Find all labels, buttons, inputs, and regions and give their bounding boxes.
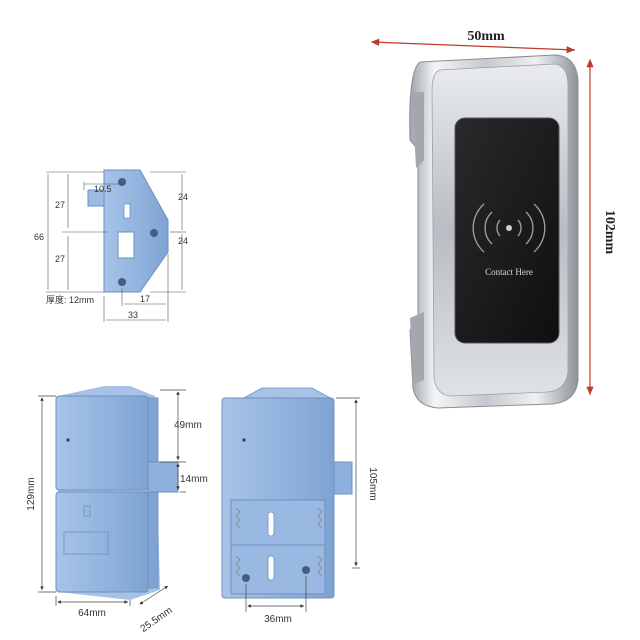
- dim-24-mid: 24: [178, 236, 188, 246]
- housing-notch-bottom: [410, 312, 424, 384]
- dim-17: 17: [140, 294, 150, 304]
- battery-icon: [83, 505, 91, 517]
- lock-body-open: 105mm 36mm: [221, 387, 378, 625]
- screw-hole-mid: [150, 229, 158, 237]
- strike-plate: 10.5 27 27 66 24 24 17 33 厚度: 12mm: [34, 169, 188, 322]
- contact-panel: [454, 117, 560, 344]
- screw-hole-top: [118, 178, 126, 186]
- width-dimension-line: [370, 38, 576, 54]
- dim-64: 64mm: [78, 608, 106, 619]
- rfid-icon: [472, 203, 546, 253]
- closed-body-bottom: [55, 491, 149, 593]
- dim-10-5: 10.5: [94, 184, 112, 194]
- closed-body-side: [147, 397, 159, 589]
- plate-slot: [117, 231, 135, 259]
- open-screw-left: [242, 574, 250, 582]
- dim-36: 36mm: [264, 614, 292, 625]
- slot-bottom: [267, 555, 275, 581]
- plate-small-slot: [123, 203, 131, 219]
- height-label: 102mm: [602, 210, 617, 255]
- plate-body: [103, 169, 169, 293]
- contact-here-text: Contact Here: [485, 267, 533, 277]
- dim-27-bottom: 27: [55, 254, 65, 264]
- lock-body-closed: 49mm 14mm 129mm 64mm 25.5mm: [26, 386, 208, 635]
- open-latch-bolt: [333, 461, 353, 495]
- slot-top: [267, 511, 275, 537]
- housing-notch-top: [412, 92, 424, 168]
- dim-24-top: 24: [178, 192, 188, 202]
- width-label: 50mm: [467, 29, 505, 44]
- dim-49: 49mm: [174, 420, 202, 431]
- dim-14: 14mm: [180, 474, 208, 485]
- dim-33: 33: [128, 310, 138, 320]
- label-panel: [63, 531, 109, 555]
- dim-27-top: 27: [55, 200, 65, 210]
- dim-25-5: 25.5mm: [139, 605, 175, 635]
- indicator-dot: [66, 438, 70, 442]
- dim-66: 66: [34, 232, 44, 242]
- dim-129: 129mm: [26, 477, 37, 510]
- battery-springs: [235, 507, 323, 577]
- open-indicator-dot: [242, 438, 246, 442]
- closed-body-top: [55, 395, 149, 491]
- screw-hole-bottom: [118, 278, 126, 286]
- thickness-label: 厚度: 12mm: [46, 294, 94, 305]
- dim-105: 105mm: [367, 467, 378, 500]
- latch-bolt: [147, 461, 179, 493]
- plate-tab: [87, 189, 105, 207]
- open-screw-right: [302, 566, 310, 574]
- lock-front: 50mm 102mm Contact Here: [370, 29, 617, 409]
